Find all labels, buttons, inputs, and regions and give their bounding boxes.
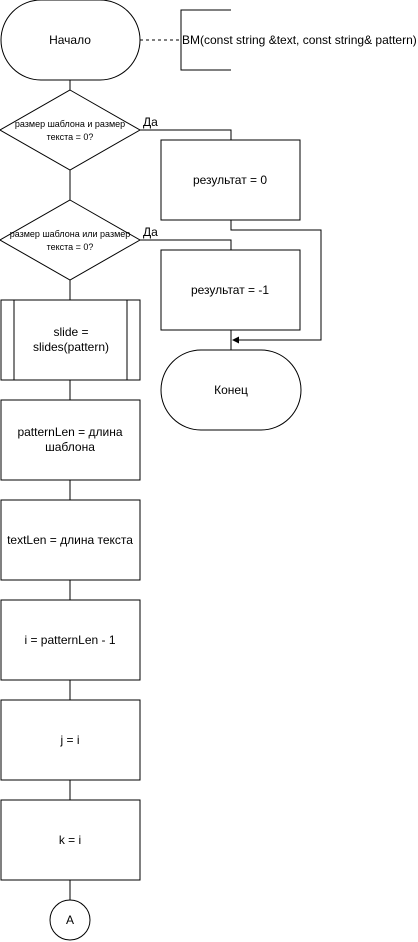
decision-either-size-zero: размер шаблона или размер текста = 0? Да	[0, 199, 158, 281]
text-len-box: textLen = длина текста	[0, 499, 141, 581]
signature-text: BM(const string &text, const string& pat…	[182, 33, 417, 47]
decision2-yes-label: Да	[143, 225, 158, 239]
slide-text-line2: slides(pattern)	[33, 340, 109, 354]
i-assign-box: i = patternLen - 1	[0, 599, 141, 681]
arrowhead-to-end	[232, 336, 239, 344]
pattern-len-box: patternLen = длина шаблона	[0, 399, 141, 481]
result-minus-one-text: результат = -1	[191, 283, 269, 297]
i-assign-text: i = patternLen - 1	[24, 633, 115, 647]
decision2-text-line1: размер шаблона или размер	[10, 229, 131, 239]
result-zero-box: результат = 0	[160, 139, 301, 221]
start-label: Начало	[49, 33, 91, 47]
j-assign-box: j = i	[0, 699, 141, 781]
decision1-text-line1: размер шаблона и размер	[15, 119, 125, 129]
decision1-text-line2: текста = 0?	[47, 132, 94, 142]
connector-a-label: A	[66, 913, 74, 927]
decision-both-sizes-zero: размер шаблона и размер текста = 0? Да	[0, 89, 158, 171]
k-assign-box: k = i	[0, 799, 141, 881]
signature-annotation: BM(const string &text, const string& pat…	[180, 9, 417, 71]
pattern-len-text-line1: patternLen = длина	[17, 425, 122, 439]
connector-decision2-yes	[140, 239, 232, 250]
k-assign-text: k = i	[59, 833, 81, 847]
slide-text-line1: slide =	[53, 325, 88, 339]
result-zero-text: результат = 0	[193, 173, 267, 187]
connector-decision1-yes	[140, 129, 232, 140]
slide-predefined-process: slide = slides(pattern)	[0, 299, 141, 381]
off-page-connector-a: A	[49, 899, 91, 941]
start-terminator: Начало	[0, 0, 141, 81]
result-minus-one-box: результат = -1	[160, 249, 301, 331]
connector-result0-end	[230, 220, 322, 341]
end-label: Конец	[214, 383, 248, 397]
j-assign-text: j = i	[59, 733, 79, 747]
flow-connectors	[69, 39, 322, 900]
end-terminator: Конец	[160, 349, 302, 431]
text-len-text: textLen = длина текста	[7, 533, 133, 547]
pattern-len-text-line2: шаблона	[45, 440, 95, 454]
decision2-text-line2: текста = 0?	[47, 242, 94, 252]
decision1-yes-label: Да	[143, 115, 158, 129]
